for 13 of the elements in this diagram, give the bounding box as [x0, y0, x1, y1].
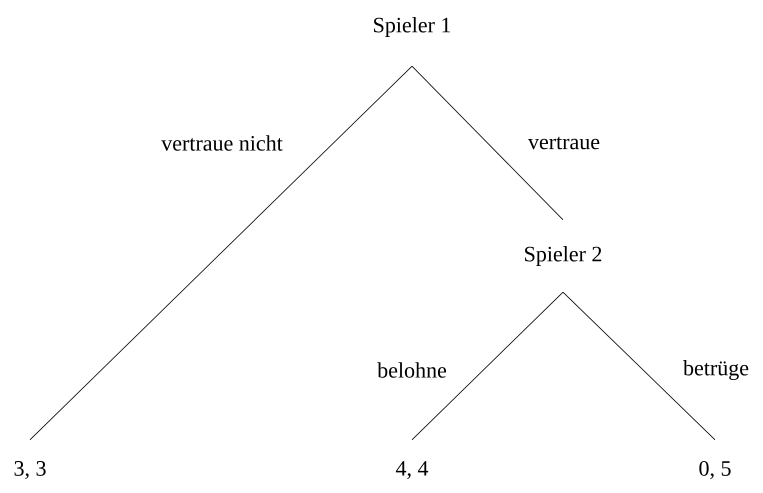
edge-label: vertraue nicht — [161, 135, 283, 151]
branch-line — [30, 66, 412, 440]
node-label: Spieler 2 — [525, 246, 602, 266]
node-label: Spieler 1 — [374, 17, 450, 37]
branch-line — [412, 66, 564, 220]
branch-line — [562, 292, 716, 440]
edge-label: vertraue — [528, 136, 600, 150]
node-label: 0, 5 — [699, 461, 731, 480]
edge-label: betrüge — [683, 360, 748, 380]
branch-line — [412, 292, 564, 440]
node-label: 3, 3 — [14, 461, 46, 479]
edge-label: belohne — [377, 362, 446, 378]
node-label: 4, 4 — [396, 461, 428, 479]
